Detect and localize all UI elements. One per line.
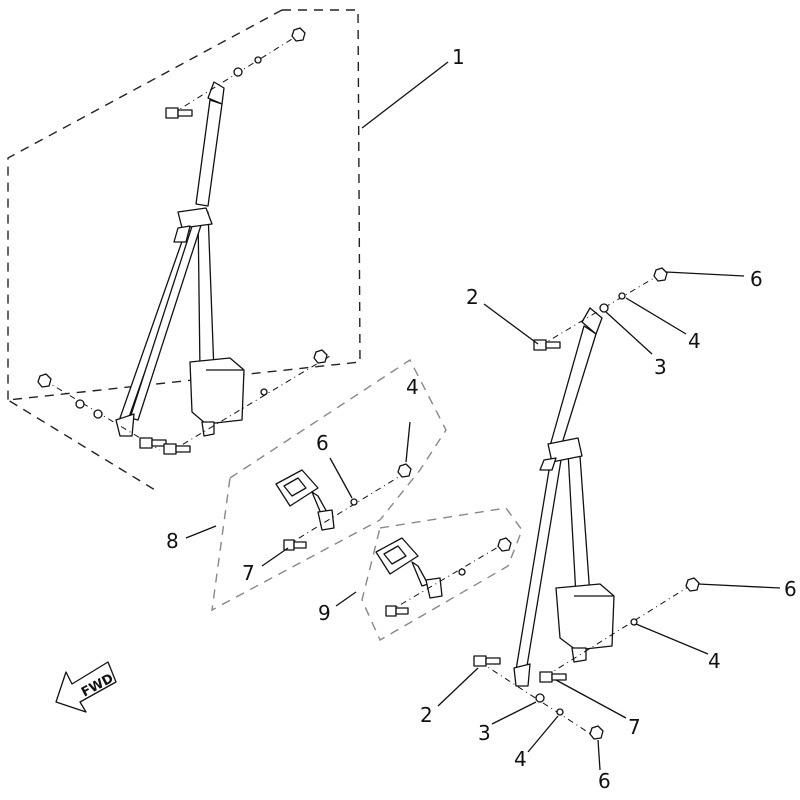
callout-6: 6 [598, 769, 611, 793]
nut-icon [589, 725, 604, 740]
bolt-icon [139, 437, 167, 449]
callout-6: 4 [406, 375, 419, 399]
assembly-9-outline [361, 507, 523, 641]
nut-icon [653, 267, 668, 282]
buckle-assembly-b [375, 537, 512, 617]
bolt-icon [165, 107, 193, 119]
washer-icon [233, 67, 243, 77]
callout-4: 6 [316, 431, 329, 455]
callout-6: 6 [750, 267, 763, 291]
fwd-arrow-icon: FWD [55, 661, 117, 713]
bolt-icon [473, 655, 501, 667]
nut-icon [313, 349, 328, 364]
callout-8: 8 [166, 529, 179, 553]
washer-icon [458, 568, 466, 576]
seat-belt-assembly-right [513, 307, 615, 687]
washer-icon [556, 708, 564, 716]
bolt-icon [385, 605, 409, 617]
washer-icon [254, 56, 262, 64]
nut-icon [291, 27, 306, 42]
callout-7: 7 [242, 561, 255, 585]
buckle-assembly-a [275, 463, 412, 551]
seat-belt-assembly-left [115, 81, 245, 437]
callout-3: 3 [478, 721, 491, 745]
washer-icon [599, 303, 609, 313]
washer-icon [260, 388, 268, 396]
nut-icon [37, 373, 52, 388]
callout-9: 9 [318, 601, 331, 625]
nut-icon [397, 463, 412, 478]
washer-icon [75, 399, 85, 409]
assembly-8-outline [211, 358, 447, 612]
assembly-1-outline [5, 9, 361, 491]
bolt-icon [539, 671, 567, 683]
callout-4: 4 [514, 747, 527, 771]
callout-2: 2 [420, 703, 433, 727]
bolt-icon [283, 539, 307, 551]
bolt-icon [163, 443, 191, 455]
washer-icon [93, 409, 103, 419]
washer-icon [630, 618, 638, 626]
callout-6: 6 [784, 577, 797, 601]
hardware-group-right [473, 267, 700, 741]
callout-3: 3 [654, 355, 667, 379]
callouts: 1 2 3 4 6 6 4 2 3 4 6 7 4 6 8 7 9 [166, 45, 797, 793]
washer-icon [618, 292, 626, 300]
washer-icon [350, 498, 358, 506]
washer-icon [535, 693, 545, 703]
callout-7: 7 [628, 715, 641, 739]
callout-4: 4 [688, 329, 701, 353]
callout-4: 4 [708, 649, 721, 673]
callout-1: 1 [452, 45, 465, 69]
bolt-icon [533, 339, 561, 351]
callout-2: 2 [466, 285, 479, 309]
nut-icon [497, 537, 512, 552]
hardware-group-1 [37, 27, 331, 455]
nut-icon [685, 577, 700, 592]
leader-lines [185, 61, 781, 771]
